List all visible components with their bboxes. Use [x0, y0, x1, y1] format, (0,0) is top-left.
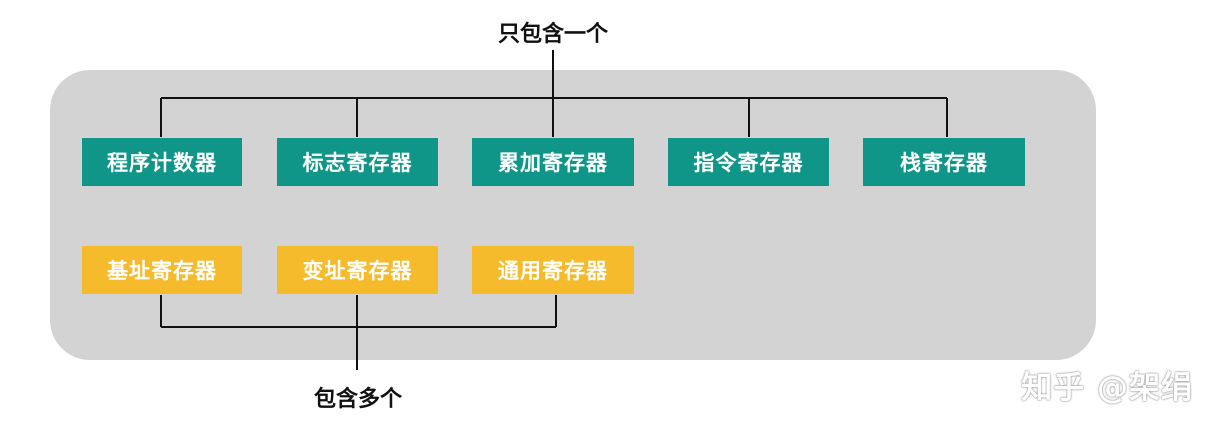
- register-box-stack: 栈寄存器: [863, 138, 1025, 186]
- register-box-index: 变址寄存器: [277, 246, 438, 294]
- register-box-program-counter: 程序计数器: [82, 138, 242, 186]
- register-box-flag: 标志寄存器: [277, 138, 438, 186]
- register-group-panel: [50, 70, 1096, 360]
- register-box-base: 基址寄存器: [82, 246, 242, 294]
- single-instance-label: 只包含一个: [497, 22, 608, 47]
- zhihu-watermark: 知乎 @架绢: [1021, 370, 1193, 406]
- register-box-instruction: 指令寄存器: [668, 138, 829, 186]
- multi-instance-label: 包含多个: [313, 387, 402, 412]
- register-box-accumulator: 累加寄存器: [472, 138, 634, 186]
- register-box-general: 通用寄存器: [472, 246, 634, 294]
